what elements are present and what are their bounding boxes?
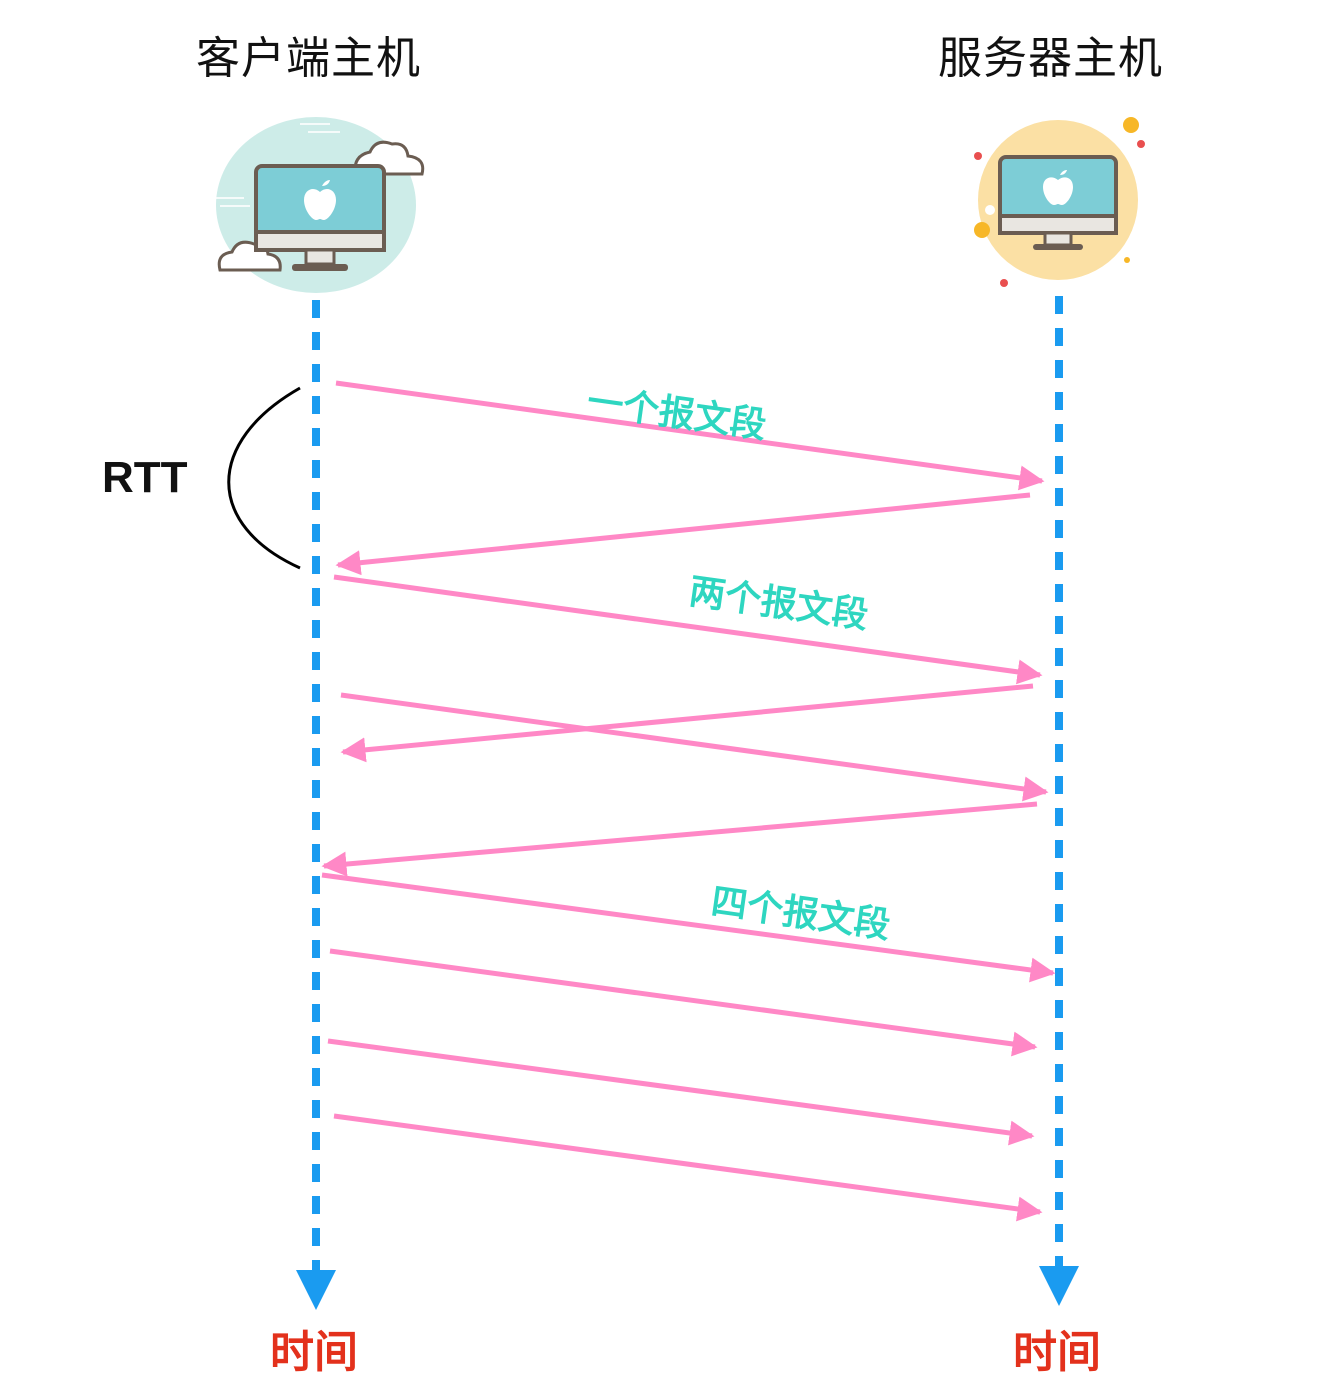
segment-arrow-4c [327,1038,1035,1146]
ack-arrow-1 [335,492,1031,576]
apple-logo-icon [304,180,336,220]
apple-logo-icon [1043,170,1073,205]
rtt-label: RTT [102,453,188,502]
rtt-bracket [227,386,301,570]
segment-arrow-4b [329,948,1038,1057]
client-computer-icon [216,117,425,293]
server-host-title: 服务器主机 [938,33,1163,84]
ack-arrow-2b [321,801,1038,877]
client-timeline-arrowhead [296,1270,336,1310]
server-timeline-arrowhead [1039,1266,1079,1306]
client-time-label: 时间 [270,1327,358,1378]
server-computer-icon [974,117,1145,287]
segment-arrow-4a [321,872,1056,983]
segment-arrow-1 [335,380,1045,491]
segment-arrow-2b [340,692,1049,802]
segment-arrow-2a [333,574,1043,685]
client-timeline [296,300,336,1310]
server-timeline [1039,296,1079,1306]
segment-arrow-4d [333,1113,1043,1222]
server-time-label: 时间 [1013,1327,1101,1378]
ack-arrow-2a [340,683,1034,763]
client-host-title: 客户端主机 [196,33,421,84]
